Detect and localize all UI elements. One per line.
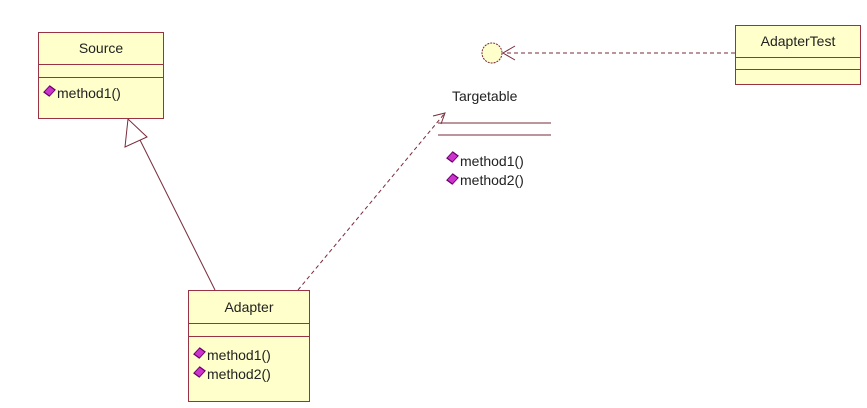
generalization-line (139, 139, 216, 291)
class-name: Source (39, 33, 163, 65)
class-attributes (189, 324, 309, 337)
method-item: method2() (446, 172, 524, 188)
class-attributes (39, 65, 163, 78)
generalization-arrowhead (124, 117, 148, 148)
realization-line (297, 112, 446, 291)
dependency-arrowhead (502, 45, 516, 61)
interface-name[interactable]: Targetable (452, 88, 518, 104)
class-operations: method1() method2() (189, 337, 309, 384)
class-operations: method1() (39, 78, 163, 103)
class-adaptertest[interactable]: AdapterTest (735, 25, 861, 85)
class-adapter[interactable]: Adapter method1() method2() (188, 290, 310, 402)
method-item: method2() (193, 365, 309, 384)
class-name: AdapterTest (736, 26, 860, 58)
method-item: method1() (193, 346, 309, 365)
realization-arrowhead (432, 112, 446, 125)
interface-lollipop-icon (481, 42, 503, 64)
class-source[interactable]: Source method1() (38, 32, 164, 119)
class-attributes (736, 58, 860, 70)
method-item: method1() (446, 150, 524, 172)
class-name: Adapter (189, 291, 309, 324)
method-item: method1() (43, 84, 163, 103)
interface-operations: method1() method2() (446, 150, 524, 188)
